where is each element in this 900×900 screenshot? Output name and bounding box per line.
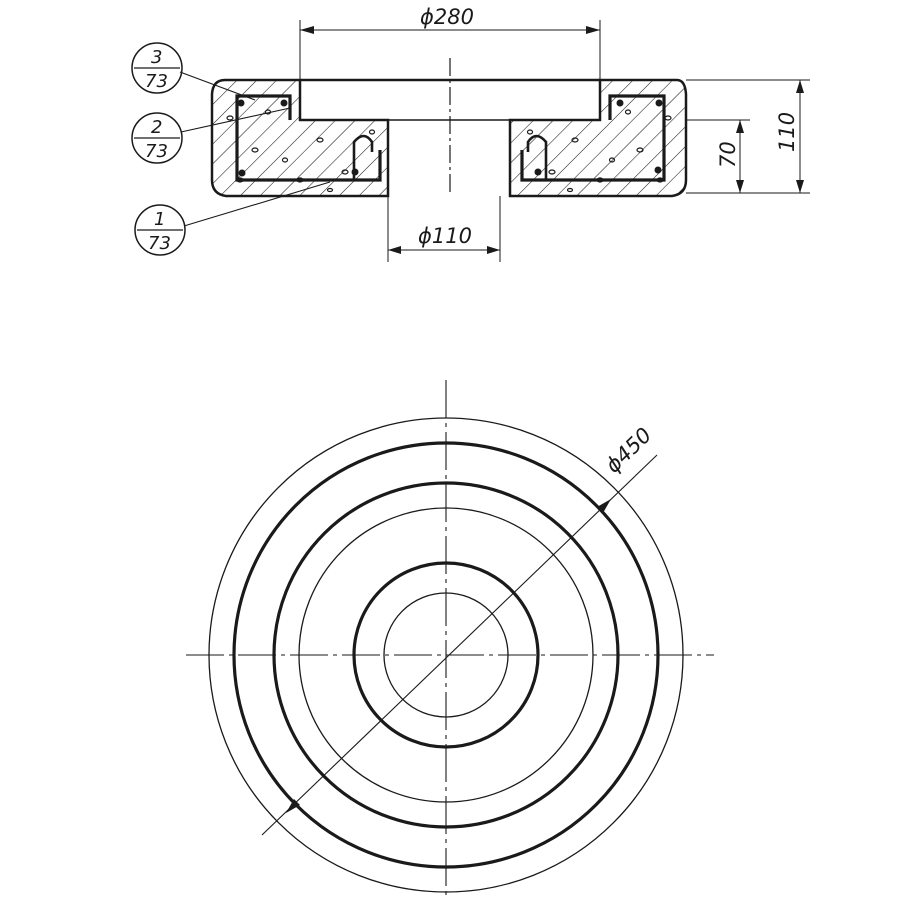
dim-top-bore: ϕ280 bbox=[299, 5, 601, 80]
right-rebar-dots bbox=[534, 99, 663, 176]
callout-2-number: 2 bbox=[151, 117, 162, 138]
dim-top-bore-label: ϕ280 bbox=[420, 5, 474, 29]
left-wall-section bbox=[210, 78, 390, 198]
dim-step-height-label: 70 bbox=[716, 141, 740, 168]
callout-3-sheet: 73 bbox=[145, 71, 168, 92]
rebar-3-left bbox=[352, 134, 374, 180]
right-wall-outline bbox=[508, 78, 688, 198]
rebar-2-right bbox=[520, 94, 666, 182]
callout-1-number: 1 bbox=[154, 209, 165, 230]
left-rebar-dots bbox=[237, 99, 359, 177]
rebar-3-right bbox=[526, 134, 548, 180]
callout-1-leader bbox=[183, 181, 331, 227]
section-view: ϕ280 ϕ110 70 110 bbox=[131, 5, 810, 262]
plan-view: ϕ450 bbox=[186, 380, 714, 900]
callout-3: 3 73 bbox=[131, 42, 256, 101]
callout-2-leader bbox=[180, 107, 291, 133]
callout-1-sheet: 73 bbox=[148, 233, 171, 254]
dim-center-hole: ϕ110 bbox=[387, 196, 501, 262]
callout-1: 1 73 bbox=[134, 181, 331, 256]
dim-step-height: 70 bbox=[686, 119, 810, 194]
dim-total-height-label: 110 bbox=[775, 112, 799, 152]
dim-center-hole-label: ϕ110 bbox=[418, 224, 472, 248]
callout-2: 2 73 bbox=[131, 107, 291, 164]
callout-3-number: 3 bbox=[151, 47, 162, 68]
dim-total-height: 110 bbox=[686, 79, 810, 193]
rebar-2-left bbox=[235, 94, 382, 182]
callout-3-leader bbox=[179, 71, 256, 101]
left-wall-outline bbox=[210, 78, 390, 198]
right-wall-section bbox=[508, 78, 688, 198]
dim-outer-diameter-label: ϕ450 bbox=[601, 423, 656, 478]
callout-2-sheet: 73 bbox=[145, 141, 168, 162]
